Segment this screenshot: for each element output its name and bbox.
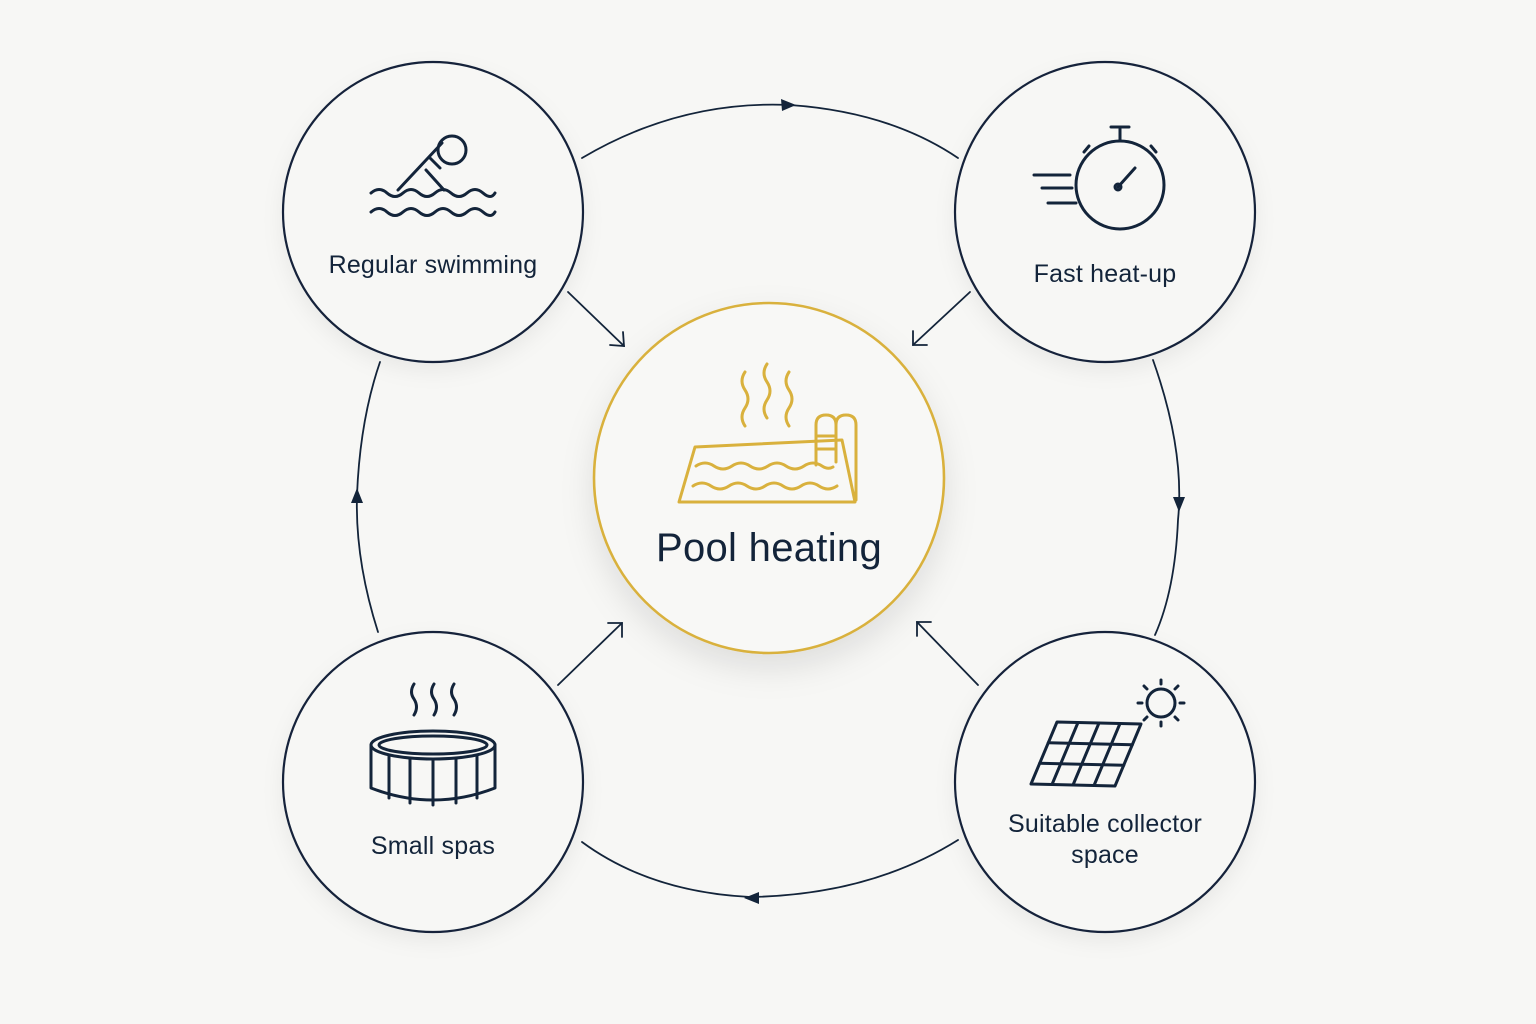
arrowhead-top	[781, 99, 796, 111]
spoke-arrow-swimming	[567, 291, 625, 347]
label-suitable-collector-space: Suitable collector space	[955, 809, 1255, 871]
spoke-arrow-heatup	[912, 291, 971, 346]
label-suitable-collector-line2: space	[1071, 841, 1139, 869]
hot-tub-icon	[369, 682, 497, 807]
arrowhead-right	[1173, 497, 1185, 512]
node-circle-suitable-collector-space	[953, 630, 1257, 934]
spoke-arrow-spas	[557, 622, 623, 686]
solar-panel-sun-icon	[1029, 678, 1186, 788]
label-suitable-collector-line1: Suitable collector	[1008, 810, 1202, 838]
label-small-spas: Small spas	[370, 832, 496, 860]
cycle-arc-right	[1152, 359, 1181, 636]
center-title: Pool heating	[655, 526, 882, 570]
cycle-arc-top	[581, 103, 959, 159]
label-fast-heat-up: Fast heat-up	[1033, 260, 1177, 288]
spoke-arrow-collector	[916, 621, 979, 686]
label-regular-swimming: Regular swimming	[328, 251, 538, 279]
swimmer-icon	[369, 134, 497, 217]
node-circle-fast-heat-up	[953, 60, 1257, 364]
center-circle	[592, 301, 946, 655]
arrowhead-left	[351, 488, 363, 503]
stopwatch-icon	[1032, 125, 1166, 231]
heated-pool-icon	[677, 362, 858, 504]
arrowhead-bottom	[744, 892, 759, 904]
cycle-arc-bottom	[581, 839, 959, 898]
